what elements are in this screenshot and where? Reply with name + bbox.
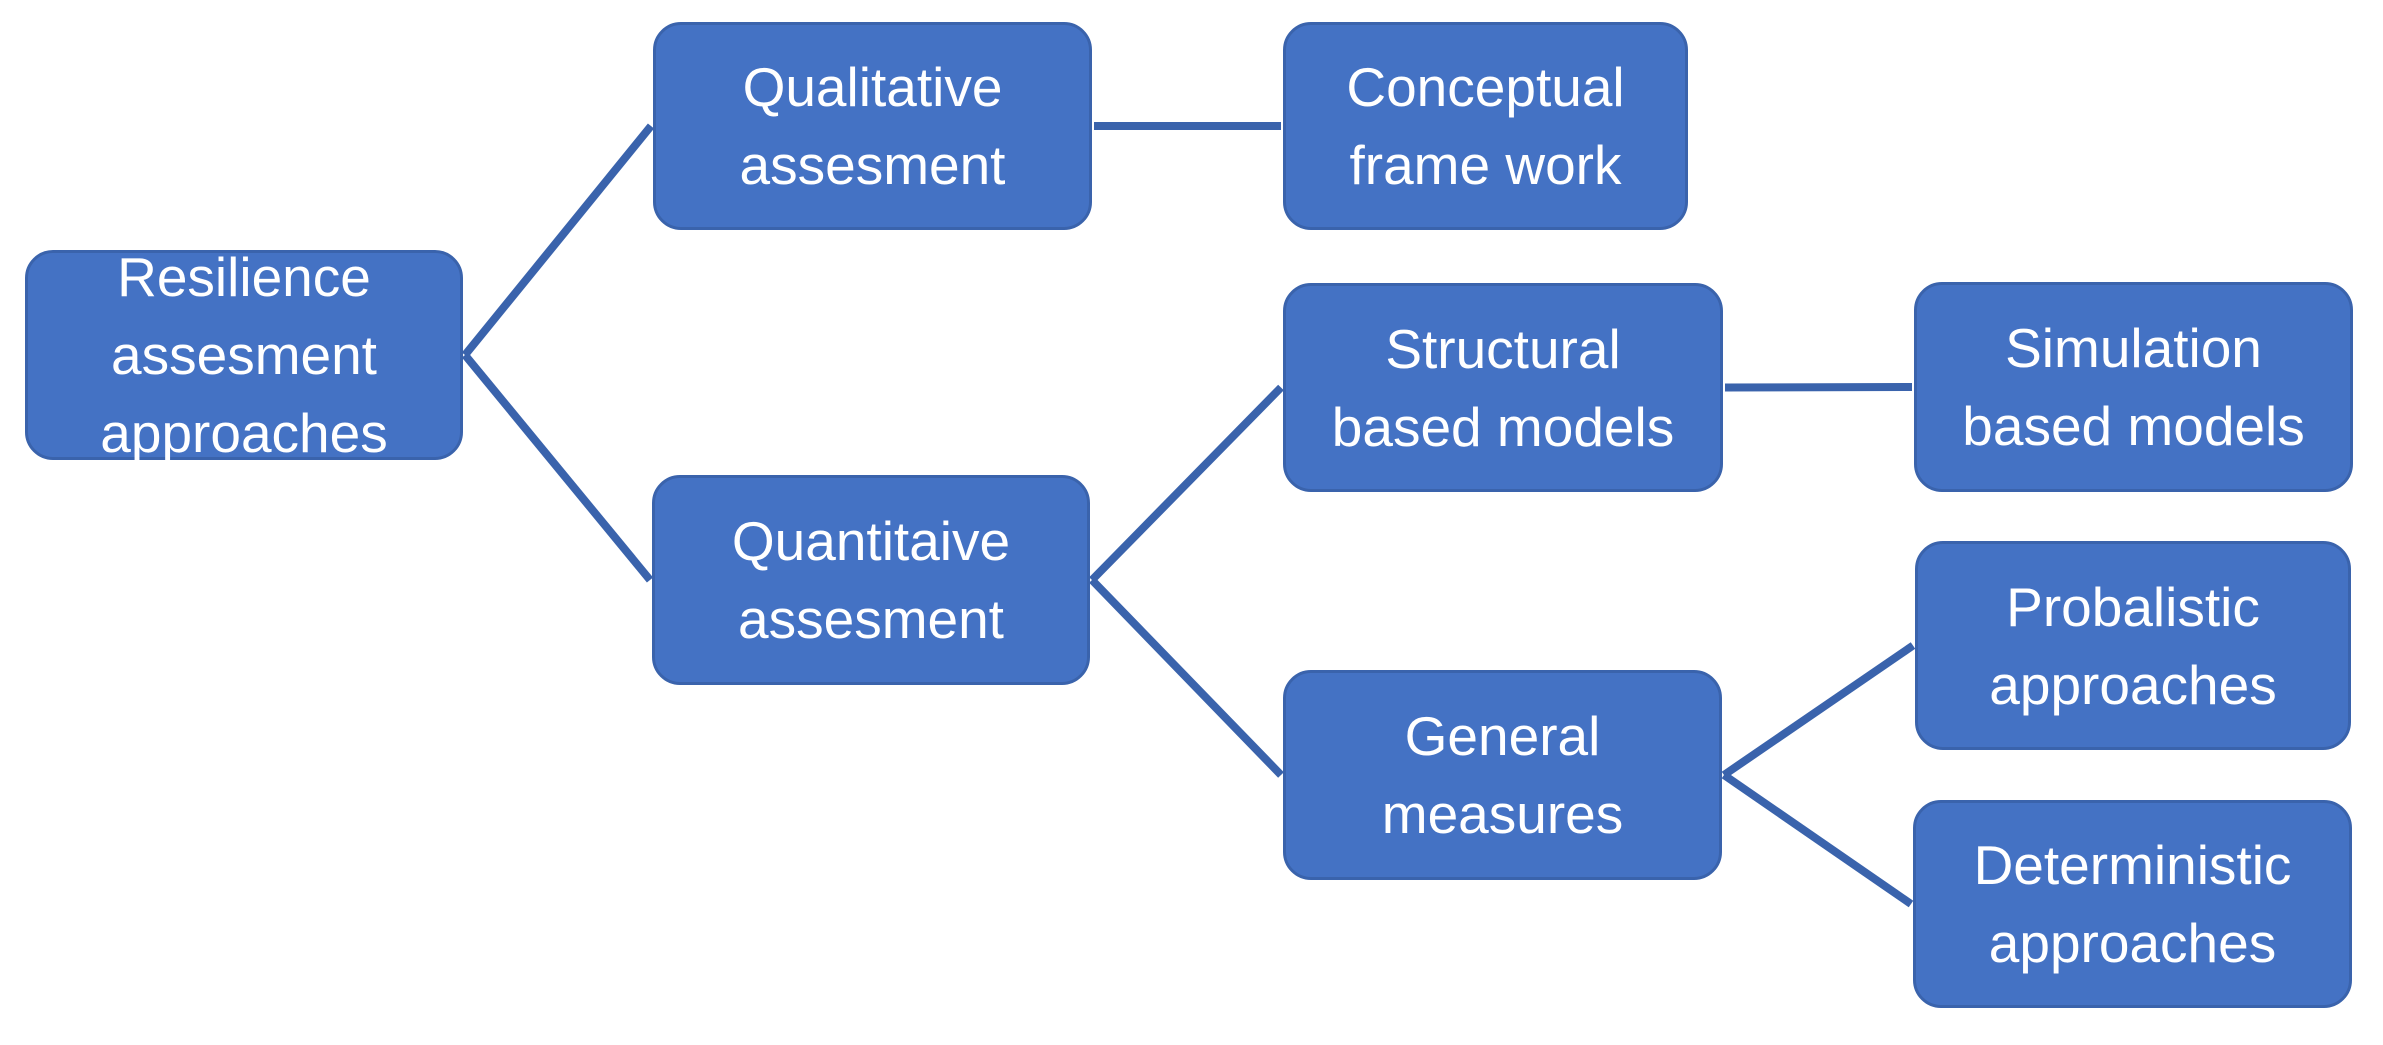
node-probabilistic-approaches: Probalistic approaches [1915, 541, 2351, 750]
node-general-measures: General measures [1283, 670, 1722, 880]
node-structural-based-models: Structural based models [1283, 283, 1723, 492]
node-resilience-assessment-approaches: Resilience assesment approaches [25, 246, 463, 464]
node-conceptual-framework: Conceptual frame work [1283, 22, 1688, 230]
node-quantitative-assessment: Quantitaive assesment [652, 475, 1090, 685]
node-qualitative-assessment: Qualitative assesment [653, 22, 1092, 230]
node-deterministic-approaches: Deterministic approaches [1913, 800, 2352, 1008]
node-simulation-based-models: Simulation based models [1914, 282, 2353, 492]
